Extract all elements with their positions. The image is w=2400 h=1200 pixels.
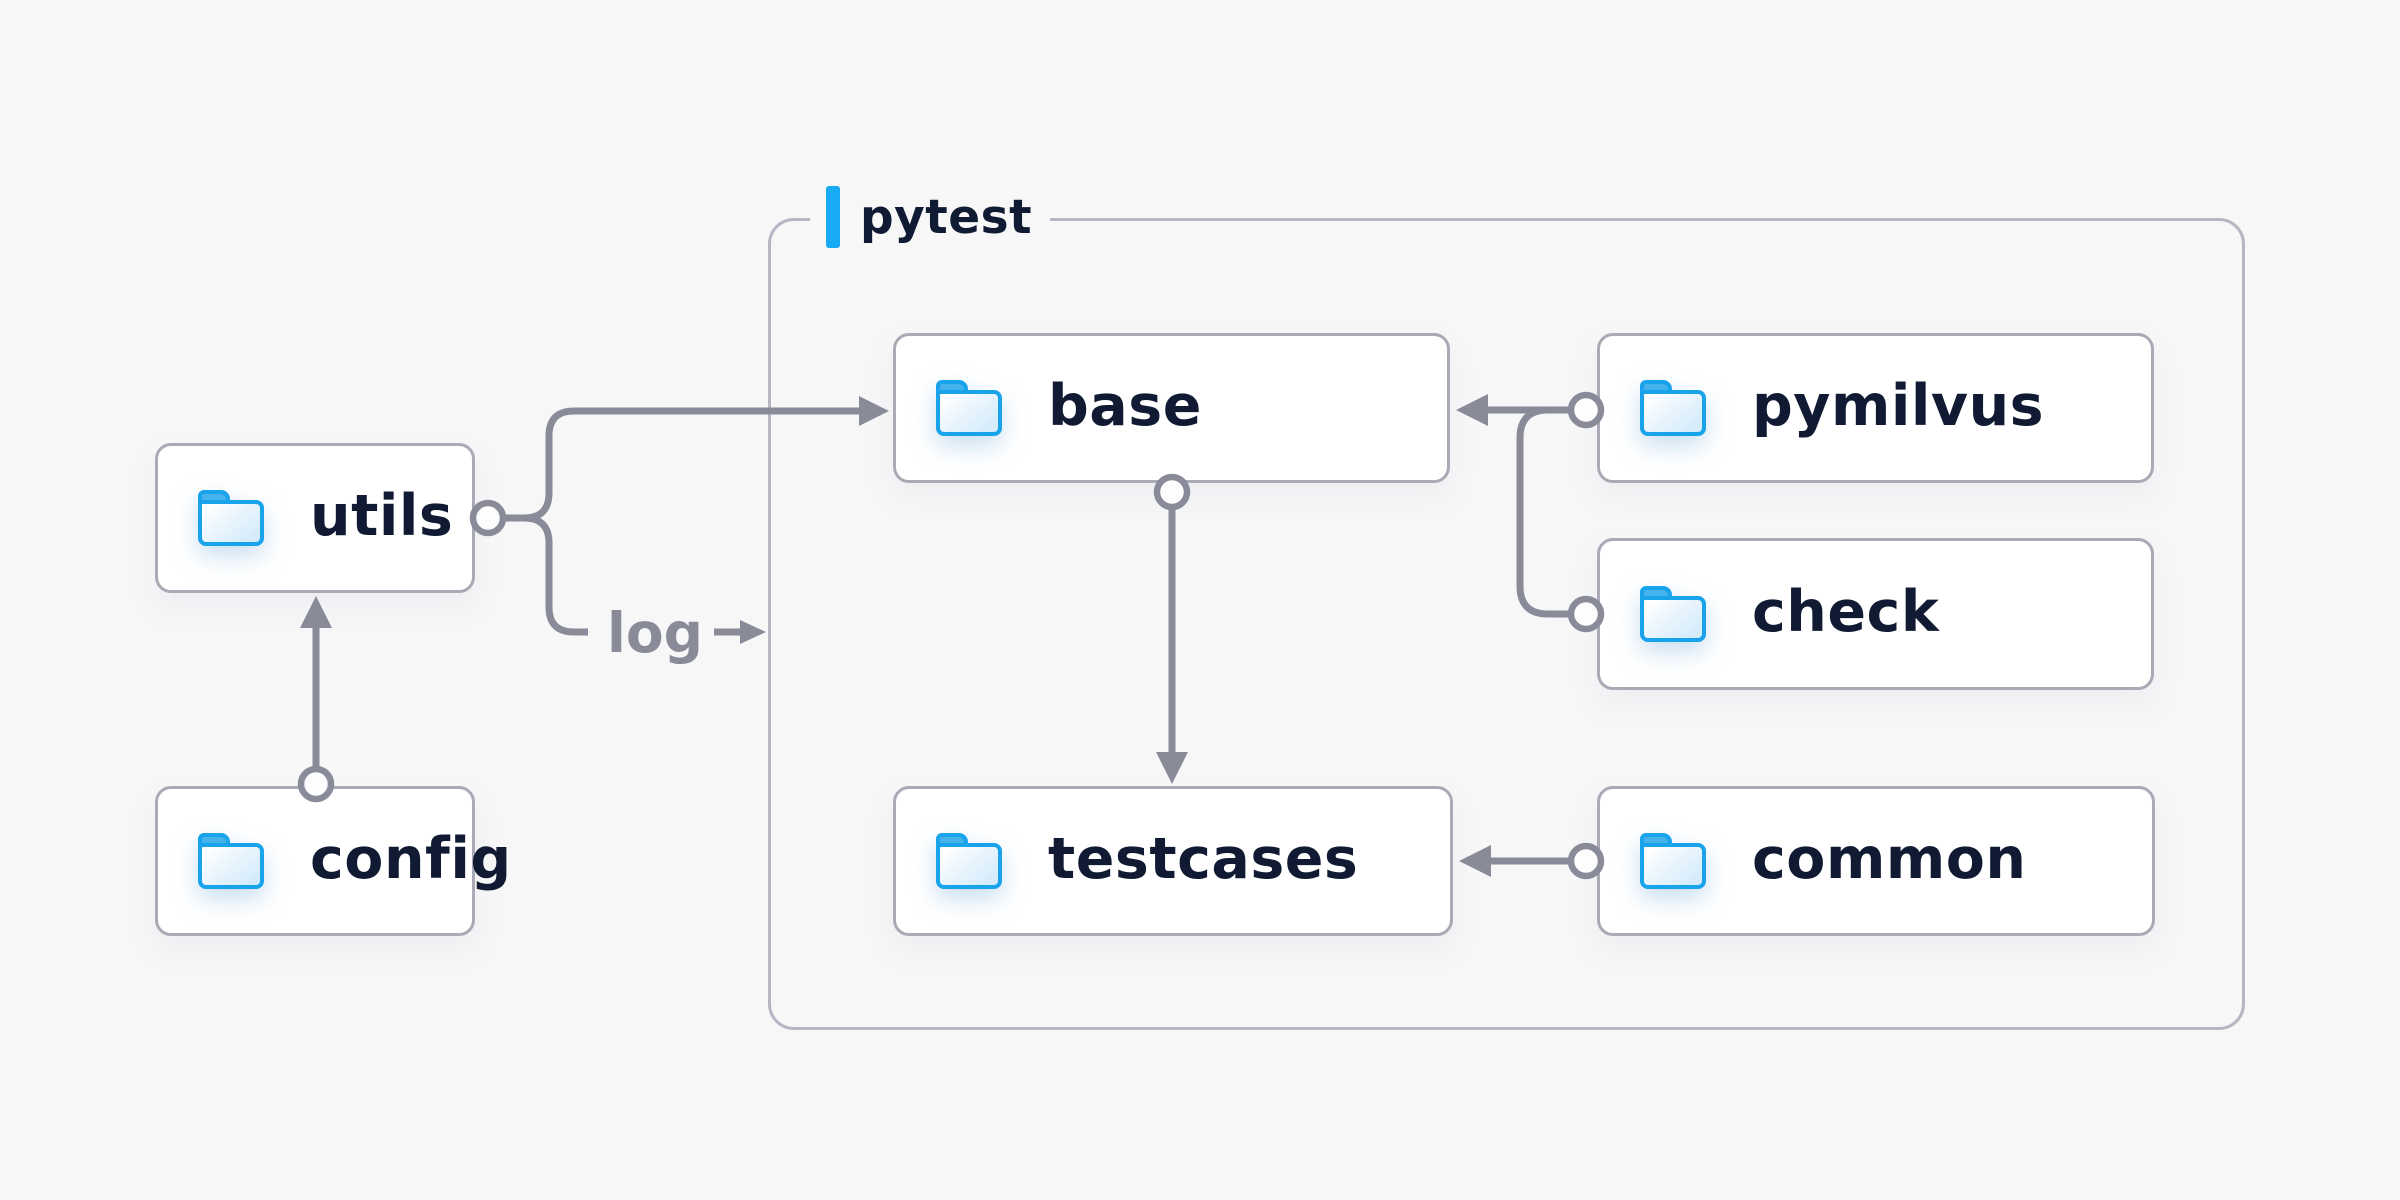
node-pymilvus: pymilvus — [1597, 333, 2154, 483]
utils-port — [469, 499, 507, 537]
node-label-check: check — [1752, 578, 1940, 645]
node-check: check — [1597, 538, 2154, 690]
node-utils: utils — [155, 443, 475, 593]
folder-icon — [1640, 586, 1706, 642]
edge-config-utils — [297, 596, 335, 803]
node-label-pymilvus: pymilvus — [1752, 372, 2045, 439]
folder-icon — [1640, 380, 1706, 436]
node-testcases: testcases — [893, 786, 1453, 936]
node-label-utils: utils — [310, 482, 454, 549]
node-label-common: common — [1752, 825, 2027, 892]
node-label-base: base — [1048, 372, 1202, 439]
pytest-group-box — [768, 218, 2245, 1030]
node-label-config: config — [310, 825, 512, 892]
edge-label-log: log — [607, 601, 703, 665]
pytest-group-title: pytest — [860, 189, 1033, 245]
node-base: base — [893, 333, 1450, 483]
folder-icon — [936, 833, 1002, 889]
pytest-group-label: pytest — [810, 184, 1051, 250]
folder-icon — [936, 380, 1002, 436]
node-config: config — [155, 786, 511, 936]
folder-icon — [198, 833, 264, 889]
folder-icon — [1640, 833, 1706, 889]
node-common: common — [1597, 786, 2155, 936]
accent-bar-icon — [826, 186, 840, 248]
folder-icon — [198, 490, 264, 546]
node-label-testcases: testcases — [1048, 825, 1359, 892]
edge-utils-log: log — [523, 514, 766, 665]
